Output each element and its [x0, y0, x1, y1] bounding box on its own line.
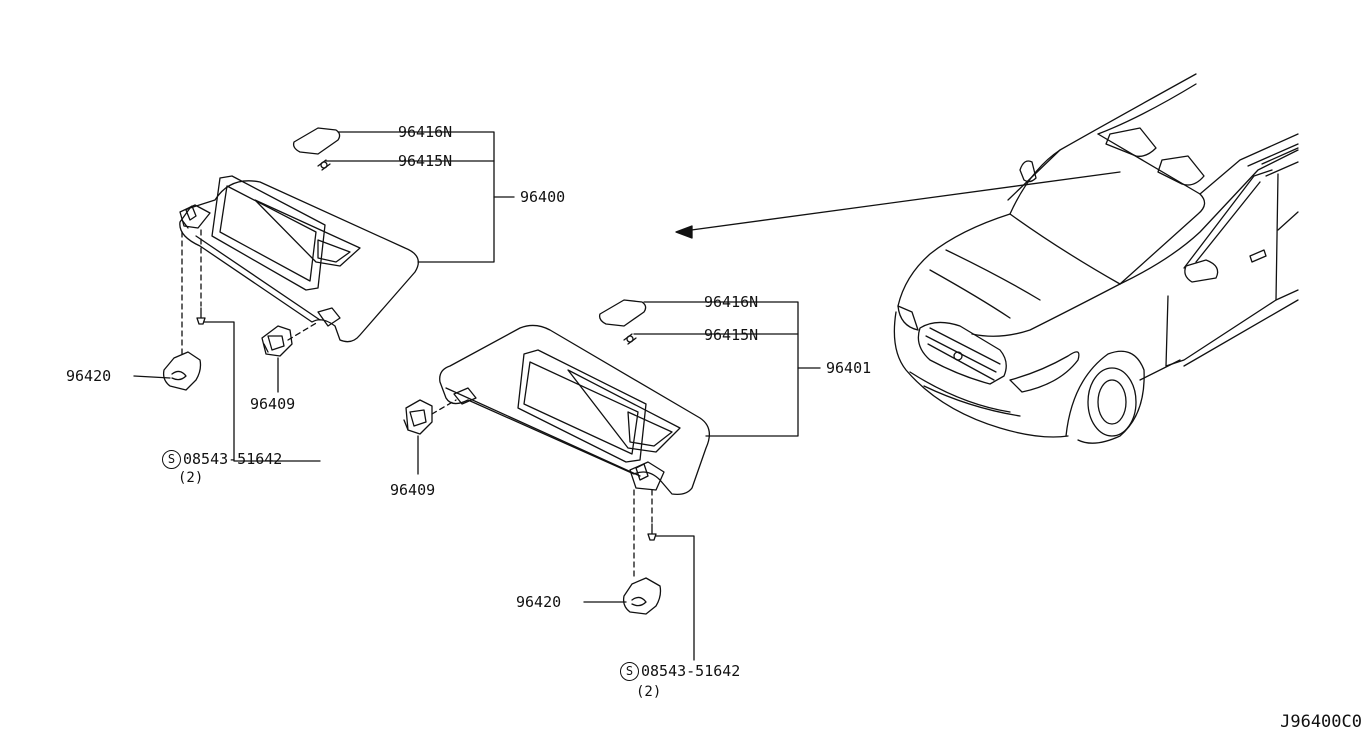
- callout-left-visor-assy: 96400: [520, 188, 566, 206]
- callout-left-bulb: 96415N: [398, 152, 453, 170]
- car-illustration: [676, 74, 1298, 443]
- callout-left-clip: 96409: [250, 395, 296, 413]
- right-clip-part: [404, 400, 432, 434]
- callout-left-lamp-lens: 96416N: [398, 123, 453, 141]
- left-screw-number: 08543-51642: [183, 450, 283, 468]
- callout-right-screw-qty: (2): [636, 684, 662, 700]
- left-clip-part: [262, 326, 292, 356]
- callout-left-screw-qty: (2): [178, 470, 204, 486]
- left-screw-part: [197, 308, 205, 324]
- screw-symbol-icon: S: [162, 450, 181, 469]
- callout-left-holder: 96420: [66, 367, 112, 385]
- right-bulb-part: [624, 334, 636, 344]
- right-screw-part: [648, 524, 656, 540]
- left-sun-visor: [180, 176, 419, 342]
- callout-right-lamp-lens: 96416N: [704, 293, 759, 311]
- callout-right-bulb: 96415N: [704, 326, 759, 344]
- left-holder-part: [164, 352, 201, 390]
- right-sun-visor: [440, 325, 710, 494]
- callout-right-clip: 96409: [390, 481, 436, 499]
- screw-symbol-icon: S: [620, 662, 639, 681]
- left-lamp-lens-part: [294, 128, 340, 154]
- right-lamp-lens-part: [600, 300, 646, 326]
- callout-right-visor-assy: 96401: [826, 359, 872, 377]
- right-screw-number: 08543-51642: [641, 662, 741, 680]
- diagram-code: J96400C0: [1280, 712, 1362, 732]
- left-bulb-part: [318, 160, 330, 170]
- callout-right-holder: 96420: [516, 593, 562, 611]
- right-holder-part: [624, 578, 661, 614]
